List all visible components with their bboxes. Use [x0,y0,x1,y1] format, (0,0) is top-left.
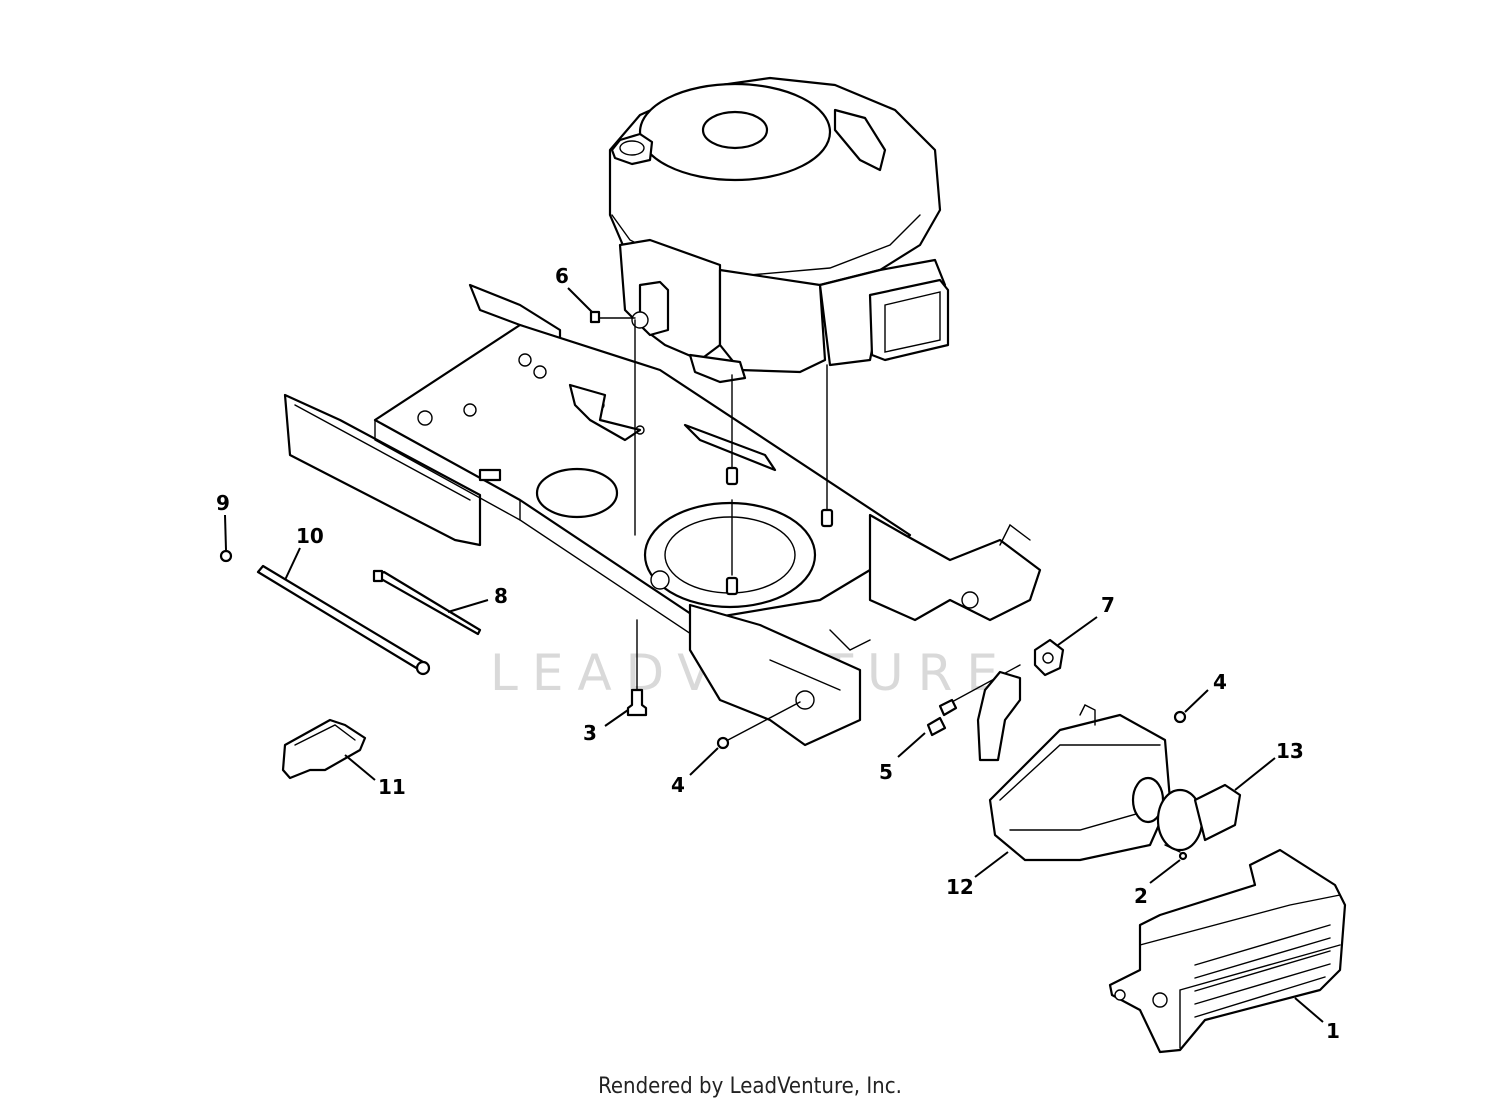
callout-7: 7 [1101,593,1115,617]
callout-5: 5 [879,760,893,784]
callout-2: 2 [1134,884,1148,908]
mounting-lines [599,317,834,691]
part-6-nut [589,310,601,324]
part-1-heat-shield [1108,848,1347,1054]
callout-8: 8 [494,584,508,608]
part-5-bolt [926,716,947,737]
part-12-muffler [976,670,1172,862]
callout-10: 10 [296,524,324,548]
footer-credit: Rendered by LeadVenture, Inc. [598,1074,902,1099]
callout-1: 1 [1326,1019,1340,1043]
part-9-nut [219,549,233,563]
callout-11: 11 [378,775,406,799]
part-3-bolt [626,688,648,717]
chassis-frame [283,283,1042,747]
callout-9: 9 [216,491,230,515]
callout-4b: 4 [1213,670,1227,694]
engine [608,76,950,384]
part-8-cable-tie [374,570,482,636]
callout-6: 6 [555,264,569,288]
callout-13: 13 [1276,739,1304,763]
part-2-screw [1178,851,1188,861]
leader-lines [224,287,1324,1023]
part-13-cap [1156,783,1242,853]
part-4-nut [716,736,730,750]
part-11-bracket [281,718,367,780]
callout-12: 12 [946,875,974,899]
callout-3: 3 [583,721,597,745]
part-4-nut-right [1173,710,1187,724]
callout-4: 4 [671,773,685,797]
